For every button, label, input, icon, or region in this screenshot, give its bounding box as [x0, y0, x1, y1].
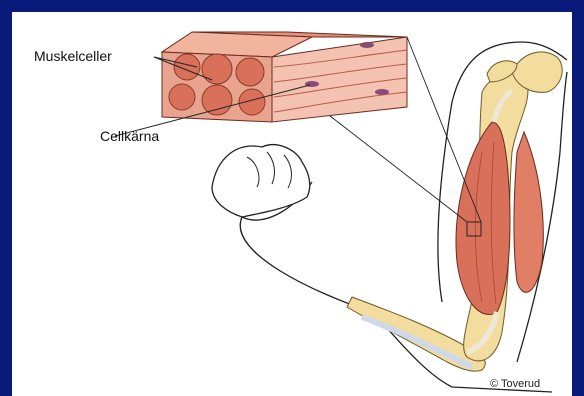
label-cell-nucleus: Cellkärna — [100, 128, 159, 144]
fist — [212, 145, 310, 217]
muscle-tissue-block — [162, 32, 407, 122]
copyright-credit: © Toverud — [490, 378, 540, 390]
arm-muscle-illustration — [12, 12, 572, 396]
label-muscle-cells: Muskelceller — [34, 48, 112, 64]
diagram-panel: Muskelceller Cellkärna © Toverud — [12, 12, 572, 396]
biceps-muscle — [456, 122, 510, 315]
triceps-muscle — [514, 132, 543, 292]
